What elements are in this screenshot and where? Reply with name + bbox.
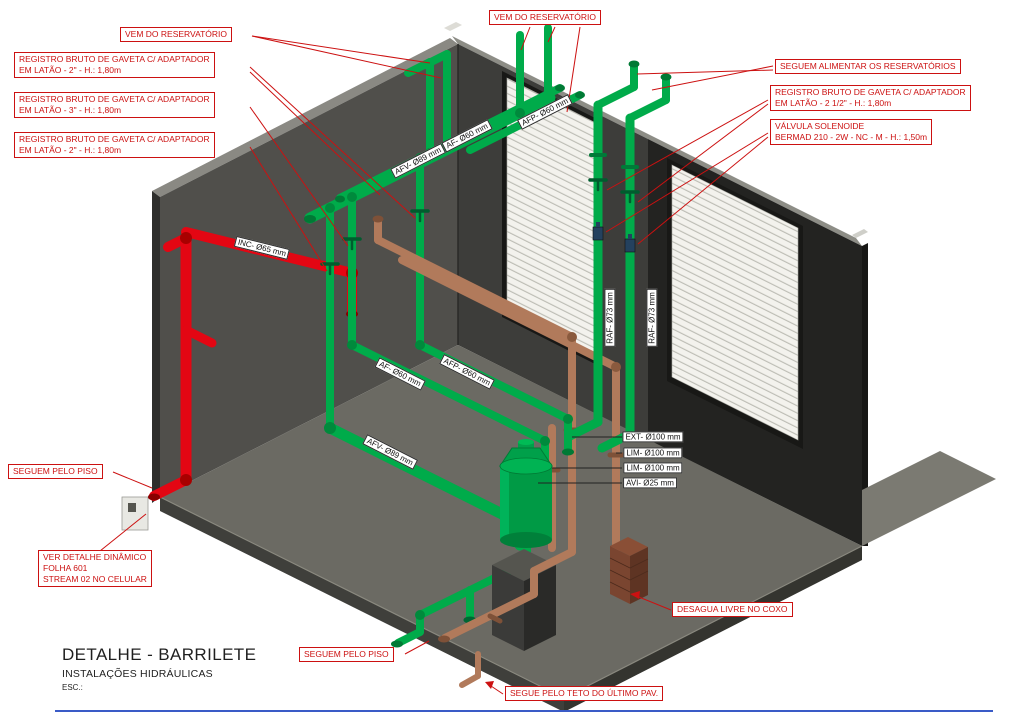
drawing-subtitle: INSTALAÇÕES HIDRÁULICAS [62, 668, 213, 680]
callout-line: VER DETALHE DINÂMICO [43, 552, 147, 562]
gate-valve-right-1 [588, 178, 608, 192]
callout-line: SEGUE PELO TETO DO ÚLTIMO PAV. [510, 688, 659, 698]
wall-tab-right [852, 229, 868, 238]
water-tank [499, 439, 553, 548]
callout-registro-2-12pol: REGISTRO BRUTO DE GAVETA C/ ADAPTADOR EM… [770, 85, 971, 112]
callout-line: VÁLVULA SOLENOIDE [775, 121, 865, 131]
wall-bracket-detail [128, 503, 136, 512]
slab-right-extension [862, 451, 996, 546]
drawing-scale-label: ESC.: [62, 683, 83, 692]
pipe-tag-ext: EXT- Ø100 mm [622, 431, 684, 443]
left-wall [160, 44, 458, 497]
callout-line: STREAM 02 NO CELULAR [43, 574, 147, 585]
callout-seguem-pelo-piso-left: SEGUEM PELO PISO [8, 464, 103, 480]
pipe-tag-avi: AVI- Ø25 mm [623, 477, 677, 489]
solenoid-valve-2 [624, 234, 636, 253]
slab-front-right-face [564, 546, 862, 712]
pipe-tag-lim-2: LIM- Ø100 mm [623, 462, 683, 474]
callout-seguem-alimentar: SEGUEM ALIMENTAR OS RESERVATÓRIOS [775, 59, 961, 75]
gate-valve-right-2 [620, 190, 640, 204]
callout-registro-2pol-b: REGISTRO BRUTO DE GAVETA C/ ADAPTADOR EM… [14, 132, 215, 159]
callout-line: EM LATÃO - 2" - H.: 1,80m [19, 145, 122, 156]
title-block: DETALHE - BARRILETE INSTALAÇÕES HIDRÁULI… [62, 645, 256, 692]
gate-valve-2 [342, 237, 362, 251]
callout-segue-pelo-teto: SEGUE PELO TETO DO ÚLTIMO PAV. [505, 686, 664, 702]
callout-line: VEM DO RESERVATÓRIO [125, 29, 228, 39]
gate-valve-3 [320, 262, 340, 276]
callout-line: REGISTRO BRUTO DE GAVETA C/ ADAPTADOR [19, 134, 210, 144]
callout-vem-do-reservatorio-top: VEM DO RESERVATÓRIO [489, 10, 602, 26]
green-right-risers [565, 60, 672, 453]
solenoid-valve-1 [592, 222, 604, 241]
callout-line: EM LATÃO - 2 1/2" - H.: 1,80m [775, 98, 892, 109]
callout-valvula-solenoide: VÁLVULA SOLENOIDE BERMAD 210 - 2W - NC -… [770, 119, 933, 146]
copper-bottom [438, 548, 576, 688]
right-wall-end-cap [862, 243, 868, 546]
slab-edge-highlight-right [563, 545, 863, 699]
window-2-blinds [671, 164, 799, 441]
callout-line: FOLHA 601 [43, 563, 88, 574]
callout-line: EM LATÃO - 3" - H.: 1,80m [19, 105, 122, 116]
callout-ver-detalhe: VER DETALHE DINÂMICO FOLHA 601 STREAM 02… [38, 550, 152, 588]
slab-front-left-face [160, 497, 564, 712]
callout-line: SEGUEM PELO PISO [304, 649, 389, 659]
wall-tab-top [444, 22, 462, 31]
wall-bracket-box [121, 496, 149, 531]
callout-line: REGISTRO BRUTO DE GAVETA C/ ADAPTADOR [775, 87, 966, 97]
callout-line: BERMAD 210 - 2W - NC - M - H.: 1,50m [775, 132, 928, 143]
gate-valve-1 [410, 209, 430, 223]
callout-line: SEGUEM PELO PISO [13, 466, 98, 476]
callout-line: DESAGUA LIVRE NO COXO [677, 604, 788, 614]
pipe-tag-raf-2: RAF- Ø73 mm [646, 289, 658, 347]
callout-line: VEM DO RESERVATÓRIO [494, 12, 597, 22]
callout-vem-do-reservatorio-left: VEM DO RESERVATÓRIO [120, 27, 233, 43]
windows [502, 71, 803, 449]
pipe-tag-raf-1: RAF- Ø73 mm [604, 289, 616, 347]
brick-pedestal [609, 537, 649, 604]
callout-line: EM LATÃO - 2" - H.: 1,80m [19, 65, 122, 76]
callout-desagua-livre: DESAGUA LIVRE NO COXO [672, 602, 793, 618]
callout-line: REGISTRO BRUTO DE GAVETA C/ ADAPTADOR [19, 54, 210, 64]
callout-seguem-pelo-piso-bottom: SEGUEM PELO PISO [299, 647, 394, 663]
callout-line: SEGUEM ALIMENTAR OS RESERVATÓRIOS [780, 61, 956, 71]
callout-registro-3pol: REGISTRO BRUTO DE GAVETA C/ ADAPTADOR EM… [14, 92, 215, 119]
slab-edge-highlight-left [159, 496, 565, 699]
callout-line: REGISTRO BRUTO DE GAVETA C/ ADAPTADOR [19, 94, 210, 104]
pipe-tag-lim-1: LIM- Ø100 mm [623, 447, 683, 459]
callout-registro-2pol: REGISTRO BRUTO DE GAVETA C/ ADAPTADOR EM… [14, 52, 215, 79]
drawing-title: DETALHE - BARRILETE [62, 645, 257, 664]
leader-lines-black [538, 436, 622, 484]
left-wall-outer-edge [152, 191, 160, 503]
